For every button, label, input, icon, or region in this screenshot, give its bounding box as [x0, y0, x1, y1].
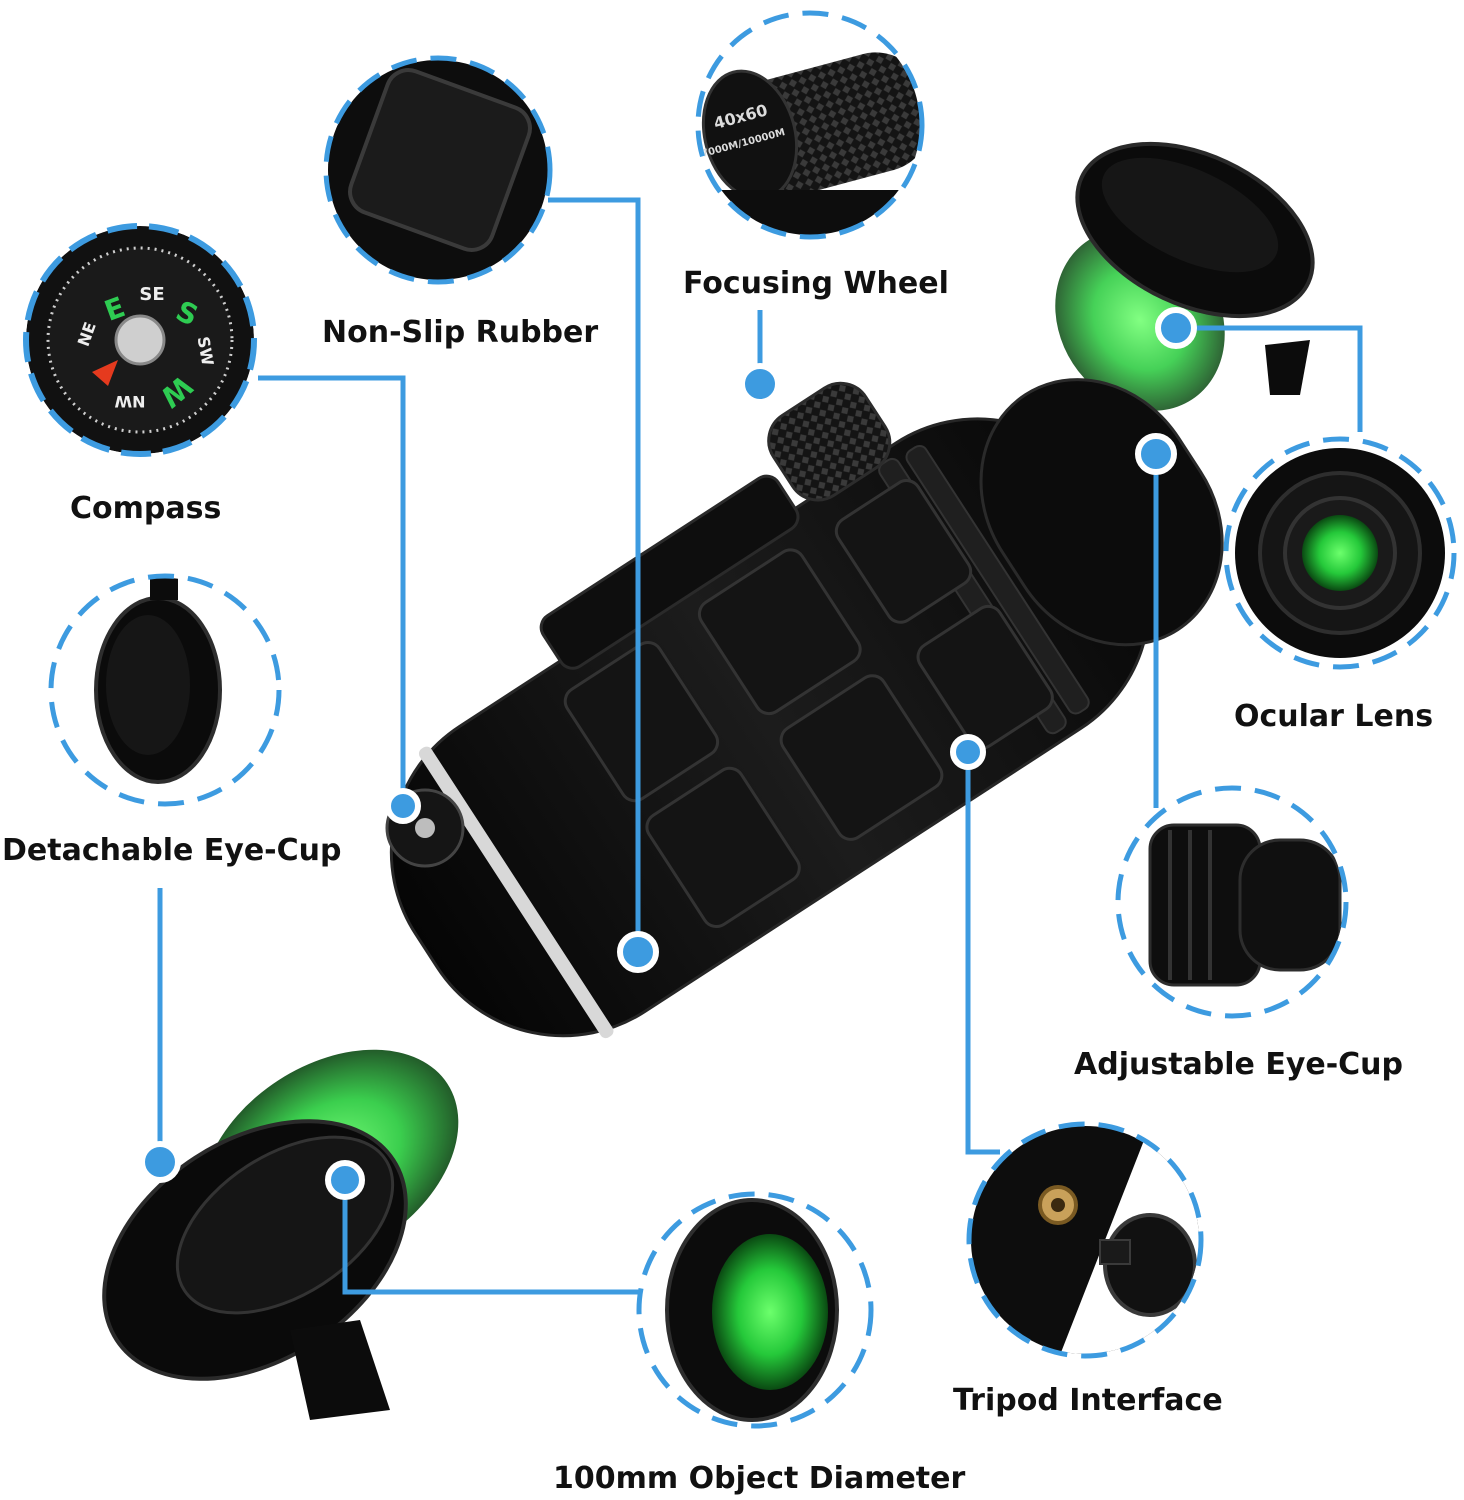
- dot-focusing-wheel: [739, 363, 781, 405]
- dot-ocular-lens: [1155, 307, 1197, 349]
- label-adjustable-eye-cup: Adjustable Eye-Cup: [1074, 1047, 1403, 1082]
- label-compass: Compass: [70, 491, 221, 526]
- detail-detachable-eye-cup: [48, 573, 282, 807]
- compass-letter-nw: NW: [114, 392, 145, 411]
- dot-tripod-interface: [950, 734, 986, 770]
- monocular-body: [102, 141, 1315, 1420]
- label-focusing-wheel: Focusing Wheel: [683, 266, 949, 301]
- dot-detachable-eye-cup: [139, 1141, 181, 1183]
- detail-adjustable-eye-cup: [1115, 785, 1349, 1019]
- dot-adjustable-eye-cup: [1135, 433, 1177, 475]
- dot-object-diameter: [325, 1160, 365, 1200]
- connector-dots: [139, 307, 1197, 1200]
- detail-tripod-interface: [966, 1121, 1204, 1359]
- detail-non-slip-rubber: [323, 55, 553, 285]
- dot-compass: [385, 788, 421, 824]
- compass-letter-sw: SW: [194, 335, 218, 367]
- label-ocular-lens: Ocular Lens: [1234, 699, 1433, 734]
- label-non-slip-rubber: Non-Slip Rubber: [322, 315, 598, 350]
- eyepiece-cap: [1075, 141, 1315, 395]
- detail-object-diameter: [636, 1191, 874, 1429]
- connector-lines: [157, 197, 1363, 1295]
- label-tripod-interface: Tripod Interface: [953, 1383, 1223, 1418]
- detail-focusing-wheel: 40x60 7000M/10000M: [695, 10, 925, 240]
- compass-letter-se: SE: [139, 284, 164, 305]
- dot-non-slip-rubber: [617, 931, 659, 973]
- label-detachable-eye-cup: Detachable Eye-Cup: [2, 833, 341, 868]
- detail-ocular-lens: [1223, 436, 1457, 670]
- label-object-diameter: 100mm Object Diameter: [553, 1461, 965, 1496]
- detail-compass: E SE S SW W NW NE: [23, 223, 257, 457]
